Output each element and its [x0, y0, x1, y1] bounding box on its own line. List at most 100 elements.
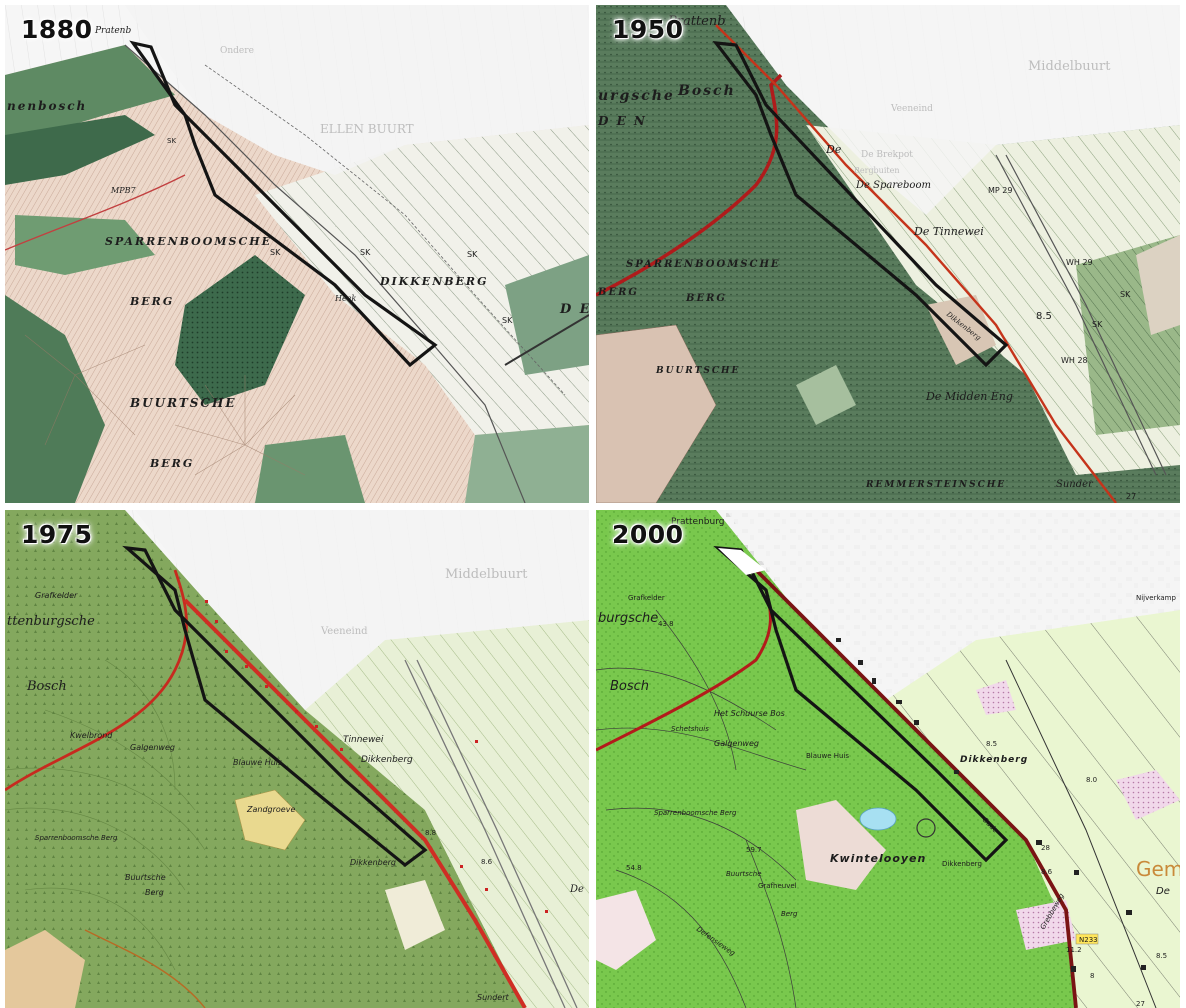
label-burgsche: urgsche — [598, 88, 675, 104]
label-breek: De Brekpot — [861, 150, 913, 160]
label-tinnewei: Tinnewei — [343, 735, 384, 745]
label-prattenburg: Prattenb — [667, 14, 726, 29]
label-v88: 8.8 — [425, 829, 436, 837]
map-1950: Prattenb urgsche Bosch D E N SPARRENBOOM… — [596, 5, 1180, 503]
label-middelbuurt: Middelbuurt — [445, 567, 528, 582]
label-kwelbrond: Kwelbrond — [70, 731, 113, 740]
label-dikkenberg-2: Dikkenberg — [942, 860, 982, 868]
label-sunder: Sunder — [1056, 479, 1094, 490]
label-gem: Gem — [1136, 857, 1180, 881]
label-v8: 8 — [1090, 972, 1094, 980]
label-buurtsche: Buurtsche — [125, 873, 166, 882]
label-prattenburg: Prattenburg — [671, 517, 724, 527]
label-bosch: Bosch — [26, 679, 67, 694]
label-sparrenboomsche: Sparrenboomsche Berg — [35, 834, 118, 842]
map-panel-1950[interactable]: Prattenb urgsche Bosch D E N SPARRENBOOM… — [596, 5, 1180, 503]
label-nijverkamp: Nijverkamp — [1136, 594, 1176, 602]
label-pratenburg: Pratenb — [94, 26, 131, 36]
label-middelbuurt: Middelbuurt — [1028, 59, 1111, 74]
label-sk4: SK — [467, 250, 478, 259]
label-buurtsche: Buurtsche — [726, 870, 762, 878]
map-1880: Pratenb nenbosch MPB7 SPARRENBOOMSCHE BE… — [5, 5, 589, 503]
label-kwintelooyen: Kwintelooyen — [830, 852, 926, 865]
label-galgenweg: Galgenweg — [130, 743, 175, 752]
label-sk5: SK — [502, 316, 513, 325]
label-edge-d: D E — [559, 302, 589, 317]
label-blauwe-huis: Blauwe Huis — [233, 758, 282, 767]
label-sundert: Sundert — [477, 993, 510, 1002]
label-buurtsche: BUURTSCHE — [655, 366, 740, 376]
label-sk1: SK — [167, 137, 176, 145]
label-de-midden-eng: De Midden Eng — [925, 390, 1013, 403]
label-v112: 11.2 — [1066, 946, 1082, 954]
year-label-1880: 1880 — [21, 15, 93, 44]
year-label-1950: 1950 — [612, 15, 684, 44]
label-berg1: BERG — [129, 295, 174, 308]
map-panel-1975[interactable]: Grafkelder ttenburgsche Bosch Kwelbrond … — [5, 510, 589, 1008]
label-sparrenboom: SPARRENBOOMSCHE — [626, 259, 781, 270]
map-1975: Grafkelder ttenburgsche Bosch Kwelbrond … — [5, 510, 589, 1008]
year-label-1975: 1975 — [21, 520, 93, 549]
label-v80: 8.0 — [1086, 776, 1097, 784]
label-grafkelder: Grafkelder — [628, 594, 665, 602]
label-v85: 8.5 — [986, 740, 997, 748]
label-berg: Berg — [781, 910, 798, 918]
label-v85: 8.5 — [1036, 311, 1052, 322]
label-berg: Berg — [145, 888, 164, 897]
label-bosch: Bosch — [610, 679, 649, 694]
label-wh29: WH 29 — [1066, 258, 1093, 267]
label-zandgroeve: Zandgroeve — [246, 805, 295, 814]
label-burgsche: burgsche — [598, 611, 658, 626]
label-v438: 43.8 — [658, 620, 674, 628]
label-dikkenberg: Dikkenberg — [960, 755, 1028, 765]
label-wh28: WH 28 — [1061, 356, 1088, 365]
label-v548: 54.8 — [626, 864, 642, 872]
label-sk3: SK — [360, 248, 371, 257]
label-dikkenberg: Dikkenberg — [361, 755, 413, 765]
label-sparrenboomsche: Sparrenboomsche Berg — [654, 809, 737, 817]
label-berg2: BERG — [685, 293, 727, 304]
label-v27: 27 — [1136, 1000, 1145, 1008]
label-sk1: SK — [1120, 290, 1131, 299]
label-sk2: SK — [1092, 320, 1103, 329]
label-mpb: MPB7 — [110, 186, 136, 195]
label-remmerstein: REMMERSTEINSCHE — [865, 480, 1006, 490]
label-de-tinnewei: De Tinnewei — [913, 225, 984, 238]
label-schuurse-bos: Het Schuurse Bos — [714, 709, 785, 718]
label-sk2: SK — [270, 248, 281, 257]
label-veeneind: Veeneind — [890, 104, 933, 114]
label-de: De — [569, 884, 584, 895]
label-schetshuis: Schetshuis — [671, 725, 709, 733]
label-burgsche: ttenburgsche — [7, 614, 95, 629]
label-berg1: BERG — [597, 287, 639, 298]
label-grafheuvel: Grafheuvel — [758, 882, 797, 890]
label-de-spareboom: De Spareboom — [855, 180, 931, 191]
label-v86: 8.6 — [1041, 868, 1053, 876]
label-faint-2: Ondere — [220, 46, 254, 56]
label-moeras: nenbosch — [7, 99, 87, 113]
label-faint-1: ELLEN BUURT — [320, 122, 414, 136]
label-galgenweg: Galgenweg — [714, 739, 759, 748]
label-veeneind: Veeneind — [320, 626, 368, 637]
label-n233: N233 — [1079, 936, 1098, 944]
map-panel-1880[interactable]: Pratenb nenbosch MPB7 SPARRENBOOMSCHE BE… — [5, 5, 589, 503]
label-v597: 59.7 — [746, 846, 762, 854]
label-v27: 27 — [1126, 492, 1136, 501]
label-v86: 8.6 — [481, 858, 493, 866]
map-2000: N233 Prattenburg Grafkelder burgsche 43.… — [596, 510, 1180, 1008]
label-bosch: Bosch — [677, 83, 736, 99]
label-dikkenberg-2: Dikkenberg — [350, 858, 396, 867]
label-berg2: BERG — [149, 457, 194, 470]
label-mp29: MP 29 — [988, 186, 1012, 195]
label-v28: 28 — [1041, 844, 1050, 852]
label-dikkenberg: DIKKENBERG — [379, 275, 488, 288]
label-bergbuiten: Bergbuiten — [854, 166, 900, 175]
label-den: D E N — [597, 114, 647, 128]
label-heek: Heek — [334, 294, 356, 303]
map-panel-2000[interactable]: N233 Prattenburg Grafkelder burgsche 43.… — [596, 510, 1180, 1008]
year-label-2000: 2000 — [612, 520, 684, 549]
label-sparrenboom: SPARRENBOOMSCHE — [105, 235, 272, 248]
label-buurtsche: BUURTSCHE — [129, 396, 236, 410]
label-blauwe-huis: Blauwe Huis — [806, 752, 849, 760]
